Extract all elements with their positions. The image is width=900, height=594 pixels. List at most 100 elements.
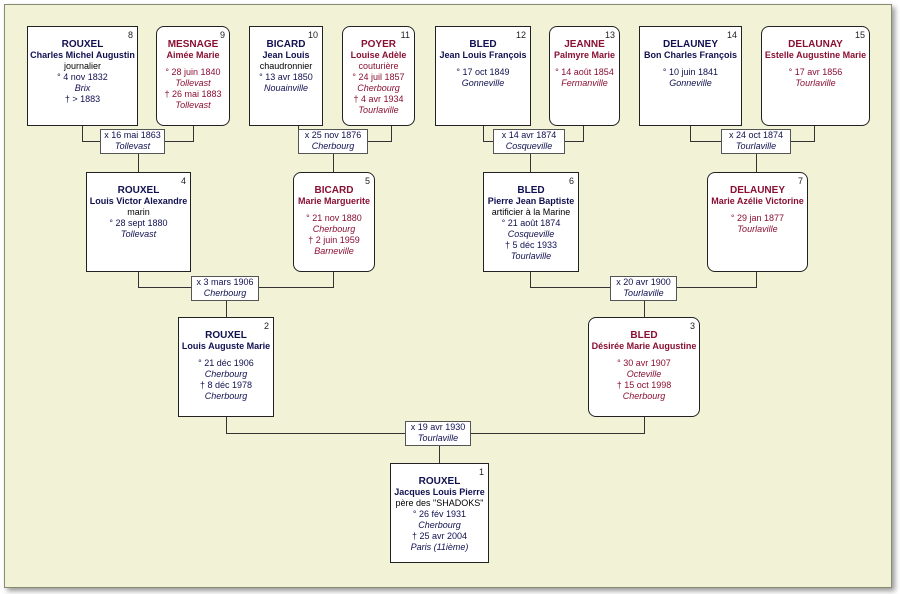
given-names: Jean Louis (262, 50, 310, 60)
birth-place: Brix (74, 83, 91, 93)
given-names: Désirée Marie Augustine (591, 341, 697, 351)
death-place: Tourlaville (510, 251, 552, 261)
birth-date: ° 26 fév 1931 (412, 509, 467, 519)
sosa-number: 13 (604, 30, 615, 40)
given-names: Marie Azélie Victorine (711, 196, 804, 206)
sosa-number: 15 (854, 30, 865, 40)
birth-date: ° 4 nov 1832 (57, 72, 108, 82)
marriage-place: Tourlaville (623, 288, 664, 298)
birth-date: ° 30 avr 1907 (617, 358, 671, 368)
birth-place: Nouainville (263, 83, 309, 93)
surname: BICARD (266, 39, 306, 50)
connector (82, 125, 83, 142)
sosa-number: 11 (400, 30, 410, 40)
birth-place: Tourlaville (795, 78, 836, 88)
connector (530, 271, 531, 288)
birth-place: Gonneville (669, 78, 712, 88)
sosa-number: 7 (797, 176, 803, 186)
death-date: † 4 avr 1934 (353, 94, 404, 104)
marriage-date: x 20 avr 1900 (616, 277, 671, 287)
marriage-label-6: x 14 avr 1874 Cosqueville (493, 129, 565, 154)
person-card-10[interactable]: 10 BICARD Jean Louis chaudronnier ° 13 a… (249, 26, 323, 126)
person-card-4[interactable]: 4 ROUXEL Louis Victor Alexandre marin ° … (86, 172, 191, 272)
surname: DELAUNAY (788, 39, 843, 50)
person-card-3[interactable]: 3 BLED Désirée Marie Augustine ° 30 avr … (588, 317, 700, 417)
marriage-date: x 14 avr 1874 (501, 130, 557, 140)
birth-date: ° 13 avr 1850 (259, 72, 313, 82)
given-names: Louise Adèle (350, 50, 407, 60)
person-card-9[interactable]: 9 MESNAGE Aimée Marie ° 28 juin 1840 Tol… (156, 26, 230, 126)
connector (138, 141, 139, 173)
person-card-12[interactable]: 12 BLED Jean Louis François ° 17 oct 184… (435, 26, 531, 126)
sosa-number: 6 (568, 176, 574, 186)
given-names: Jacques Louis Pierre (394, 487, 485, 497)
sosa-number: 5 (364, 176, 370, 186)
death-date: † 25 avr 2004 (411, 531, 468, 541)
death-date: † 15 oct 1998 (616, 380, 672, 390)
surname: BLED (517, 185, 545, 196)
person-card-14[interactable]: 14 DELAUNEY Bon Charles François ° 10 ju… (639, 26, 742, 126)
death-place: Cherbourg (622, 391, 666, 401)
person-card-5[interactable]: 5 BICARD Marie Marguerite ° 21 nov 1880 … (293, 172, 375, 272)
sosa-number: 1 (478, 467, 484, 477)
birth-place: Cosqueville (507, 229, 555, 239)
given-names: Estelle Augustine Marie (764, 50, 867, 60)
connector (226, 416, 227, 434)
given-names: Palmyre Marie (553, 50, 616, 60)
birth-place: Tourlaville (737, 224, 778, 234)
person-card-7[interactable]: 7 DELAUNEY Marie Azélie Victorine ° 29 j… (707, 172, 808, 272)
connector (530, 141, 531, 173)
connector (644, 287, 645, 318)
given-names: Jean Louis François (439, 50, 527, 60)
surname: BICARD (314, 185, 354, 196)
surname: BLED (630, 330, 658, 341)
birth-place: Fermanville (561, 78, 608, 88)
birth-place: Gonneville (461, 78, 505, 88)
marriage-label-2: x 3 mars 1906 Cherbourg (191, 276, 259, 301)
birth-place: Cherbourg (204, 369, 248, 379)
person-card-15[interactable]: 15 DELAUNAY Estelle Augustine Marie ° 17… (761, 26, 870, 126)
birth-date: ° 24 juil 1857 (352, 72, 405, 82)
marriage-date: x 16 mai 1863 (104, 130, 161, 140)
birth-date: ° 28 juin 1840 (165, 67, 221, 77)
sosa-number: 10 (307, 30, 318, 40)
connector (333, 271, 334, 288)
marriage-place: Cherbourg (203, 288, 247, 298)
person-card-6[interactable]: 6 BLED Pierre Jean Baptiste artificier à… (483, 172, 579, 272)
given-names: Louis Auguste Marie (181, 341, 271, 351)
marriage-label-5: x 25 nov 1876 Cherbourg (298, 129, 368, 154)
occupation: chaudronnier (259, 61, 313, 71)
birth-date: ° 10 juin 1841 (662, 67, 719, 77)
person-card-13[interactable]: 13 JEANNE Palmyre Marie ° 14 août 1854 F… (549, 26, 620, 126)
death-place: Barneville (314, 246, 354, 256)
sosa-number: 4 (180, 176, 186, 186)
surname: ROUXEL (117, 185, 160, 196)
birth-date: ° 21 août 1874 (501, 218, 561, 228)
surname: ROUXEL (418, 476, 461, 487)
birth-date: ° 17 avr 1856 (788, 67, 843, 77)
marriage-date: x 19 avr 1930 (410, 422, 466, 432)
given-names: Aimée Marie (166, 50, 220, 60)
occupation: marin (127, 207, 150, 217)
connector (138, 271, 139, 288)
given-names: Pierre Jean Baptiste (487, 196, 575, 206)
marriage-place: Cosqueville (505, 141, 553, 151)
birth-place: Cherbourg (357, 83, 400, 93)
person-card-8[interactable]: 8 ROUXEL Charles Michel Augustin journal… (27, 26, 138, 126)
birth-date: ° 14 août 1854 (555, 67, 614, 77)
surname: POYER (360, 39, 396, 50)
marriage-date: x 24 oct 1874 (728, 130, 784, 140)
occupation: journalier (63, 61, 102, 71)
birth-date: ° 28 sept 1880 (109, 218, 168, 228)
sosa-number: 9 (219, 30, 225, 40)
person-card-1[interactable]: 1 ROUXEL Jacques Louis Pierre père des "… (390, 463, 489, 563)
marriage-place: Tollevast (114, 141, 151, 151)
person-card-11[interactable]: 11 POYER Louise Adèle couturière ° 24 ju… (342, 26, 415, 126)
birth-date: ° 17 oct 1849 (456, 67, 510, 77)
sosa-number: 12 (515, 30, 526, 40)
occupation: père des "SHADOKS" (395, 498, 484, 508)
occupation: couturière (358, 61, 399, 71)
person-card-2[interactable]: 2 ROUXEL Louis Auguste Marie ° 21 déc 19… (178, 317, 274, 417)
connector (333, 141, 334, 173)
connector (583, 125, 584, 142)
